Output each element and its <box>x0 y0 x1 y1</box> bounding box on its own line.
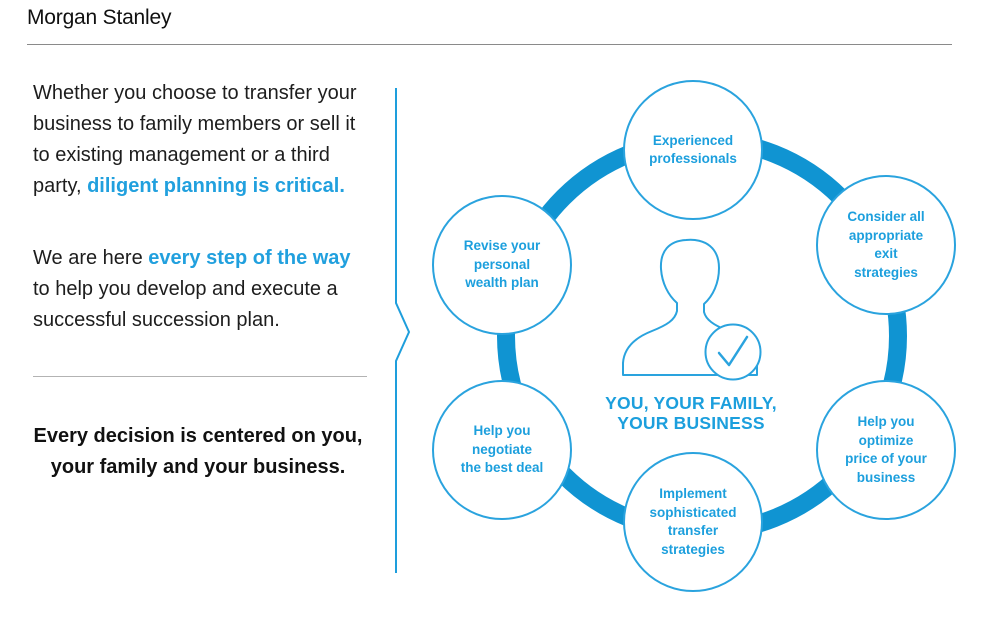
intro-text: Whether you choose to transfer your busi… <box>33 82 357 197</box>
node-label: Implement sophisticated transfer strateg… <box>649 486 737 557</box>
node-label: Help you negotiate the best deal <box>460 423 544 476</box>
diagram-center-label: YOU, YOUR FAMILY, YOUR BUSINESS <box>605 393 777 433</box>
node-label: Help you optimize price of your business <box>845 414 927 485</box>
support-highlight: every step of the way <box>148 247 351 269</box>
support-paragraph: We are here every step of the way to hel… <box>33 243 359 336</box>
pointer-divider-line <box>395 88 411 573</box>
node-transfer-strategies: Implement sophisticated transfer strateg… <box>623 452 763 592</box>
node-exit-strategies: Consider all appropriate exit strategies <box>816 175 956 315</box>
morgan-stanley-logo: Morgan Stanley <box>27 6 172 29</box>
header-divider <box>27 44 952 45</box>
node-wealth-plan: Revise your personal wealth plan <box>432 195 572 335</box>
node-negotiate-deal: Help you negotiate the best deal <box>432 380 572 520</box>
node-label: Consider all appropriate exit strategies <box>847 209 925 280</box>
check-badge-circle <box>704 323 762 381</box>
support-text-prefix: We are here <box>33 247 149 269</box>
node-optimize-price: Help you optimize price of your business <box>816 380 956 520</box>
intro-highlight: diligent planning is critical. <box>87 175 345 197</box>
support-text-suffix: to help you develop and execute a succes… <box>33 278 338 331</box>
node-label: Revise your personal wealth plan <box>463 238 541 291</box>
intro-paragraph: Whether you choose to transfer your busi… <box>33 78 359 202</box>
callout-text: Every decision is centered on you, your … <box>33 425 363 478</box>
node-label: Experienced professionals <box>649 132 737 167</box>
node-experienced-professionals: Experienced professionals <box>623 80 763 220</box>
check-icon <box>717 335 749 367</box>
section-divider <box>33 376 367 377</box>
